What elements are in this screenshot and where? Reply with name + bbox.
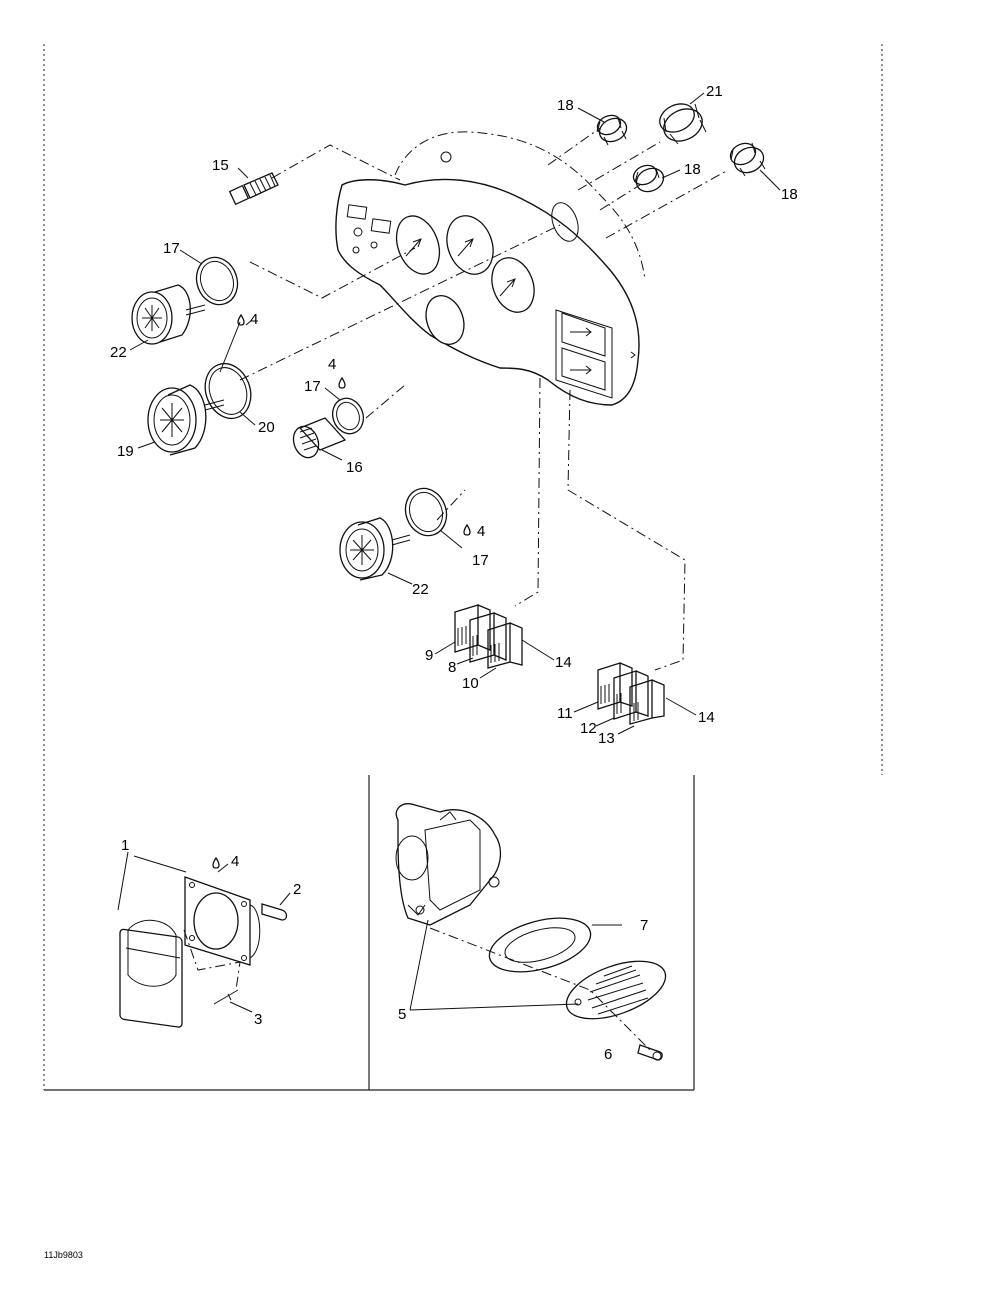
callout-4: 4 — [250, 311, 258, 328]
callout-4: 4 — [328, 356, 336, 373]
frame-lines — [43, 44, 883, 1091]
callout-leaders — [129, 92, 781, 1013]
lighter-16 — [292, 417, 347, 459]
bolt-15 — [228, 172, 279, 206]
callout-10: 10 — [462, 675, 479, 692]
nut-18-top — [596, 114, 628, 146]
gauge-22-upper — [131, 284, 206, 345]
switch-group-lower — [597, 662, 665, 725]
horn-assembly — [395, 803, 502, 926]
horn-leaders — [409, 919, 653, 1053]
upper-centerlines — [239, 127, 729, 671]
nut-18-right — [729, 142, 766, 177]
callout-21: 21 — [706, 83, 723, 100]
callout-4: 4 — [231, 853, 239, 870]
callout-2: 2 — [293, 881, 301, 898]
callout-12: 12 — [580, 720, 597, 737]
callout-8: 8 — [448, 659, 456, 676]
callout-14: 14 — [698, 709, 715, 726]
grille-6 — [565, 960, 667, 1061]
callout-labels: 15 18 21 18 18 17 4 22 4 17 20 19 16 4 1… — [110, 83, 798, 1063]
ring-21 — [659, 103, 707, 145]
callout-6: 6 — [604, 1046, 612, 1063]
oring-17-lower — [404, 487, 448, 537]
nut-18-mid — [632, 164, 665, 193]
oring-17-upper — [195, 256, 239, 306]
callout-1: 1 — [121, 837, 129, 854]
callout-14: 14 — [555, 654, 572, 671]
callout-18: 18 — [684, 161, 701, 178]
gasket-7 — [488, 917, 592, 973]
cover-leaders — [117, 851, 241, 991]
callout-11: 11 — [557, 705, 573, 722]
callout-17: 17 — [163, 240, 180, 257]
oring-17-middle — [331, 397, 365, 435]
figure-id: 11Jb9803 — [44, 1250, 83, 1260]
callout-22: 22 — [412, 581, 429, 598]
cover-assembly-1 — [119, 876, 288, 1028]
callout-20: 20 — [258, 419, 275, 436]
callout-15: 15 — [212, 157, 229, 174]
gauge-22-lower — [339, 517, 411, 581]
oring-20 — [204, 362, 252, 420]
callout-17: 17 — [304, 378, 321, 395]
callout-17: 17 — [472, 552, 489, 569]
callout-19: 19 — [117, 443, 134, 460]
callout-22: 22 — [110, 344, 127, 361]
gauge-19 — [147, 384, 225, 456]
callout-3: 3 — [254, 1011, 262, 1028]
callout-18: 18 — [557, 97, 574, 114]
callout-5: 5 — [398, 1006, 406, 1023]
callout-18: 18 — [781, 186, 798, 203]
callout-7: 7 — [640, 917, 648, 934]
instrument-panel — [335, 131, 646, 406]
callout-9: 9 — [425, 647, 433, 664]
callout-16: 16 — [346, 459, 363, 476]
callout-13: 13 — [598, 730, 615, 747]
sealant-drop-icons — [212, 313, 471, 869]
switch-group-upper — [454, 604, 523, 669]
callout-4: 4 — [477, 523, 485, 540]
